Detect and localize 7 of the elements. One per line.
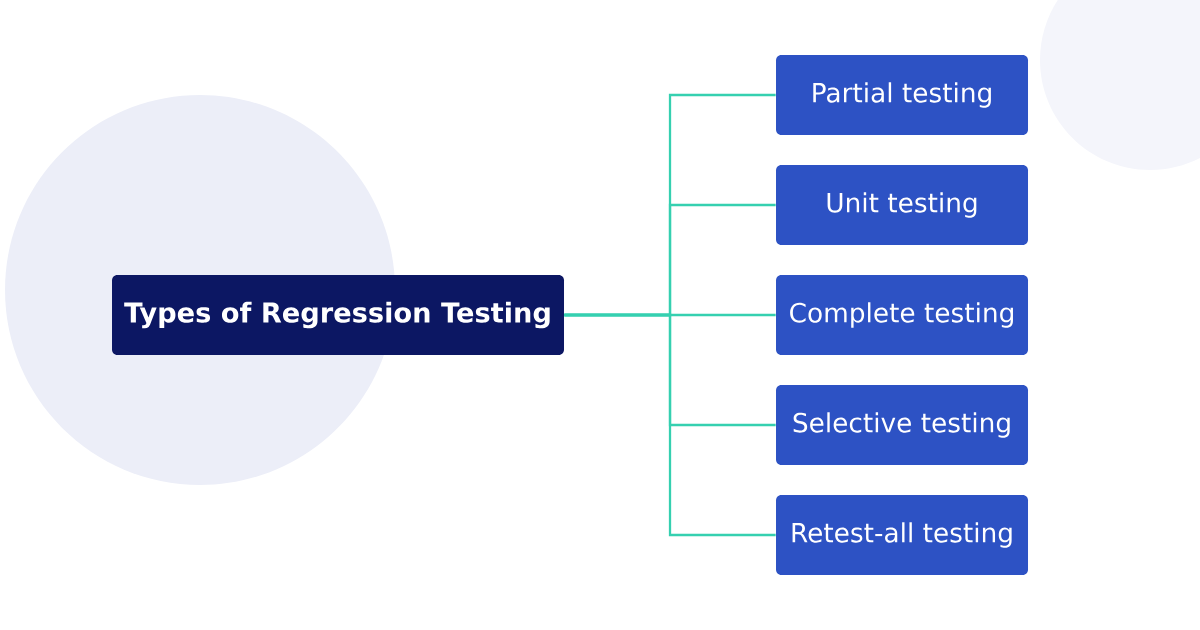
category-box: Selective testing (776, 385, 1028, 465)
category-box: Unit testing (776, 165, 1028, 245)
category-box: Complete testing (776, 275, 1028, 355)
category-box: Partial testing (776, 55, 1028, 135)
category-box: Retest-all testing (776, 495, 1028, 575)
title-box: Types of Regression Testing (112, 275, 564, 355)
connector-line (564, 313, 776, 537)
